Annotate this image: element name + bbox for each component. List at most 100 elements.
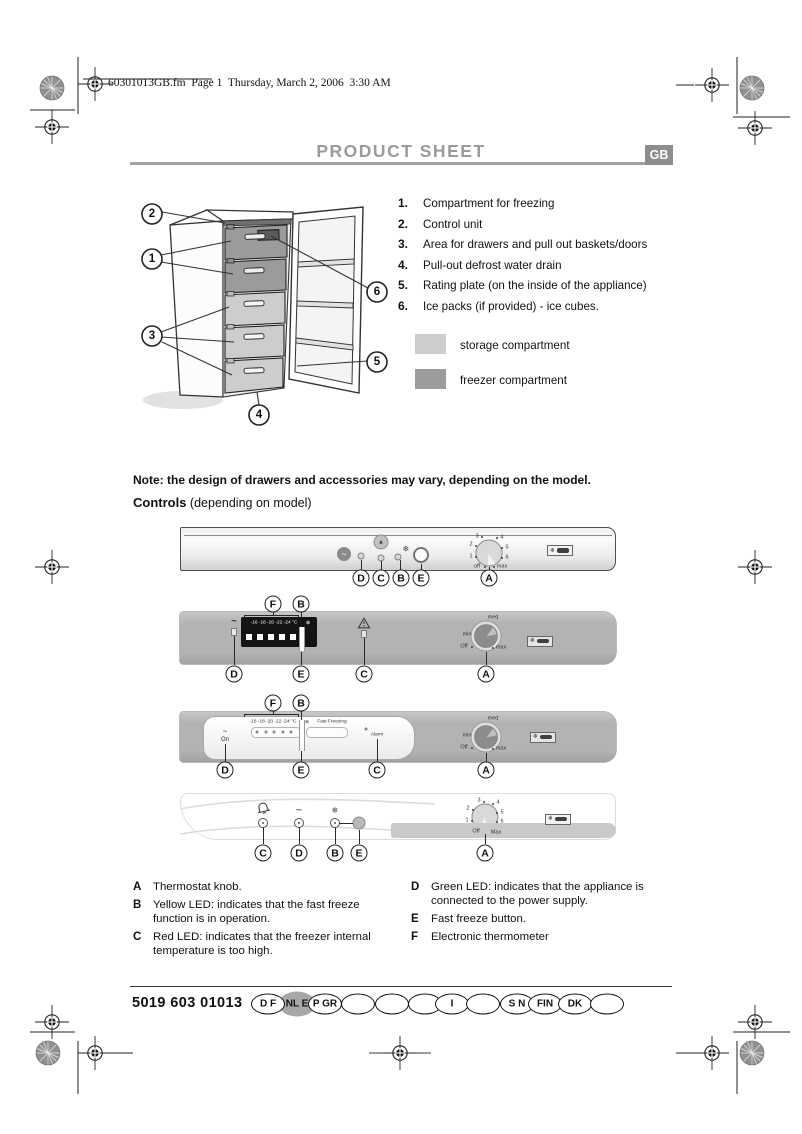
knob-label-max: max: [496, 563, 508, 570]
thermostat-knob: [470, 721, 502, 753]
freezer-label: freezer compartment: [460, 374, 567, 387]
callout-c: C: [355, 665, 373, 683]
callout-a: A: [480, 569, 498, 587]
language-oval-dk: DK: [558, 993, 592, 1015]
key-text: Yellow LED: indicates that the fast free…: [153, 899, 360, 925]
language-oval-i: I: [435, 993, 469, 1015]
callout-c: C: [372, 569, 390, 587]
storage-drawers-light: [224, 291, 286, 394]
knob-label-off: Off: [460, 643, 468, 650]
callout-a: A: [476, 844, 494, 862]
power-on-label: On: [220, 737, 230, 743]
callout-1: 1: [141, 248, 163, 270]
item-text: Rating plate (on the inside of the appli…: [423, 279, 647, 292]
key-letter: F: [411, 931, 419, 943]
knob-label-3: 3: [477, 797, 481, 804]
alarm-triangle-icon: [357, 617, 371, 629]
panel4-gray-band: [391, 823, 616, 838]
fast-freeze-window: [306, 727, 348, 738]
knob-label-5: 5: [500, 809, 504, 816]
callout-b: B: [392, 569, 410, 587]
snowflake-icon: ❄: [533, 733, 539, 740]
item-number: 1.: [398, 196, 409, 210]
snowflake-icon: ❄: [530, 637, 536, 644]
key-item-b: B Yellow LED: indicates that the fast fre…: [133, 898, 385, 926]
knob-label-1: 1: [469, 553, 473, 560]
callout-a: A: [477, 665, 495, 683]
item-number: 3.: [398, 237, 409, 251]
controls-heading-bold: Controls: [133, 495, 187, 510]
knob-label-max: max: [495, 644, 507, 651]
knob-label-2: 2: [469, 541, 473, 548]
control-unit-strip: [222, 218, 292, 227]
item-text: Area for drawers and pull out baskets/do…: [423, 238, 648, 251]
red-led: [361, 630, 367, 638]
power-symbol: ~: [222, 727, 228, 736]
knob-label-min: min: [462, 732, 472, 739]
knob-label-6: 6: [500, 818, 504, 825]
fast-freezing-label: Fast Freezing: [317, 719, 347, 725]
rating-plate-label: ❄: [545, 813, 571, 825]
snowflake-icon: ❄: [548, 815, 554, 822]
led-scale-window: [251, 727, 301, 738]
callout-d: D: [216, 761, 234, 779]
controls-heading: Controls (depending on model): [133, 495, 312, 510]
callout-e: E: [350, 844, 368, 862]
knob-label-med: med: [487, 715, 499, 722]
power-symbol: ~: [337, 547, 351, 561]
callout-b: B: [292, 595, 310, 613]
callout-6: 6: [366, 281, 388, 303]
language-oval-p-gr: P GR: [308, 993, 342, 1015]
parts-list: 1.Compartment for freezing 2.Control uni…: [398, 197, 688, 320]
knob-label-off: Off: [472, 828, 480, 835]
key-text: Thermostat knob.: [153, 881, 242, 893]
temperature-scale: -16 -18 -20 -22 -24 °C: [249, 719, 297, 725]
key-text: Green LED: indicates that the appliance …: [431, 881, 644, 907]
knob-label-1: 1: [465, 817, 469, 824]
controls-heading-rest: (depending on model): [186, 496, 312, 510]
language-oval-fin: FIN: [528, 993, 562, 1015]
fast-freeze-button: [299, 627, 305, 651]
green-led: [231, 628, 237, 636]
item-text: Control unit: [423, 217, 483, 231]
yellow-led: [394, 553, 402, 561]
freezer-diagram: 2 1 3 6 5 4: [141, 203, 388, 426]
callout-b: B: [326, 844, 344, 862]
callout-f: F: [264, 595, 282, 613]
temperature-scale: -16 -18 -20 -22 -24 °C: [250, 620, 298, 626]
control-panel-4: ~ ❄ 3 4 2 5 1 6 Off Max ❄ C D B E A: [180, 790, 616, 864]
callout-c: C: [368, 761, 386, 779]
control-panel-3: F B ~ On -16 -18 -20 -22 -24 °C ❄ Fast F…: [180, 694, 616, 781]
green-led: [357, 552, 365, 560]
key-text: Electronic thermometer: [431, 931, 549, 943]
knob-label-min: min: [462, 631, 472, 638]
language-oval-empty: [341, 993, 375, 1015]
callout-4: 4: [248, 404, 270, 426]
alarm-label: Alarm: [370, 732, 384, 738]
knob-label-max: max: [495, 745, 507, 752]
knob-label-2: 2: [466, 805, 470, 812]
callout-2: 2: [141, 203, 163, 225]
svg-text:6: 6: [374, 286, 380, 298]
knob-label-6: 6: [505, 554, 509, 561]
note-text: Note: the design of drawers and accessor…: [133, 473, 591, 487]
knob-label-off: off: [473, 563, 481, 570]
svg-text:5: 5: [374, 356, 381, 368]
footer-rule: [130, 986, 672, 988]
key-letter: B: [133, 899, 142, 911]
snowflake-icon: ❄: [304, 719, 310, 726]
snowflake-icon: ❄: [402, 544, 410, 554]
list-item: 2.Control unit: [398, 217, 688, 231]
rating-plate-label: ❄: [547, 545, 573, 556]
key-column-right: D Green LED: indicates that the appliance…: [411, 880, 679, 948]
callout-e: E: [292, 761, 310, 779]
key-letter: D: [411, 881, 420, 893]
thermometer-display: -16 -18 -20 -22 -24 °C ❄: [241, 617, 317, 647]
knob-label-4: 4: [496, 799, 500, 806]
rating-plate-label: ❄: [530, 731, 556, 743]
svg-text:1: 1: [149, 253, 156, 265]
